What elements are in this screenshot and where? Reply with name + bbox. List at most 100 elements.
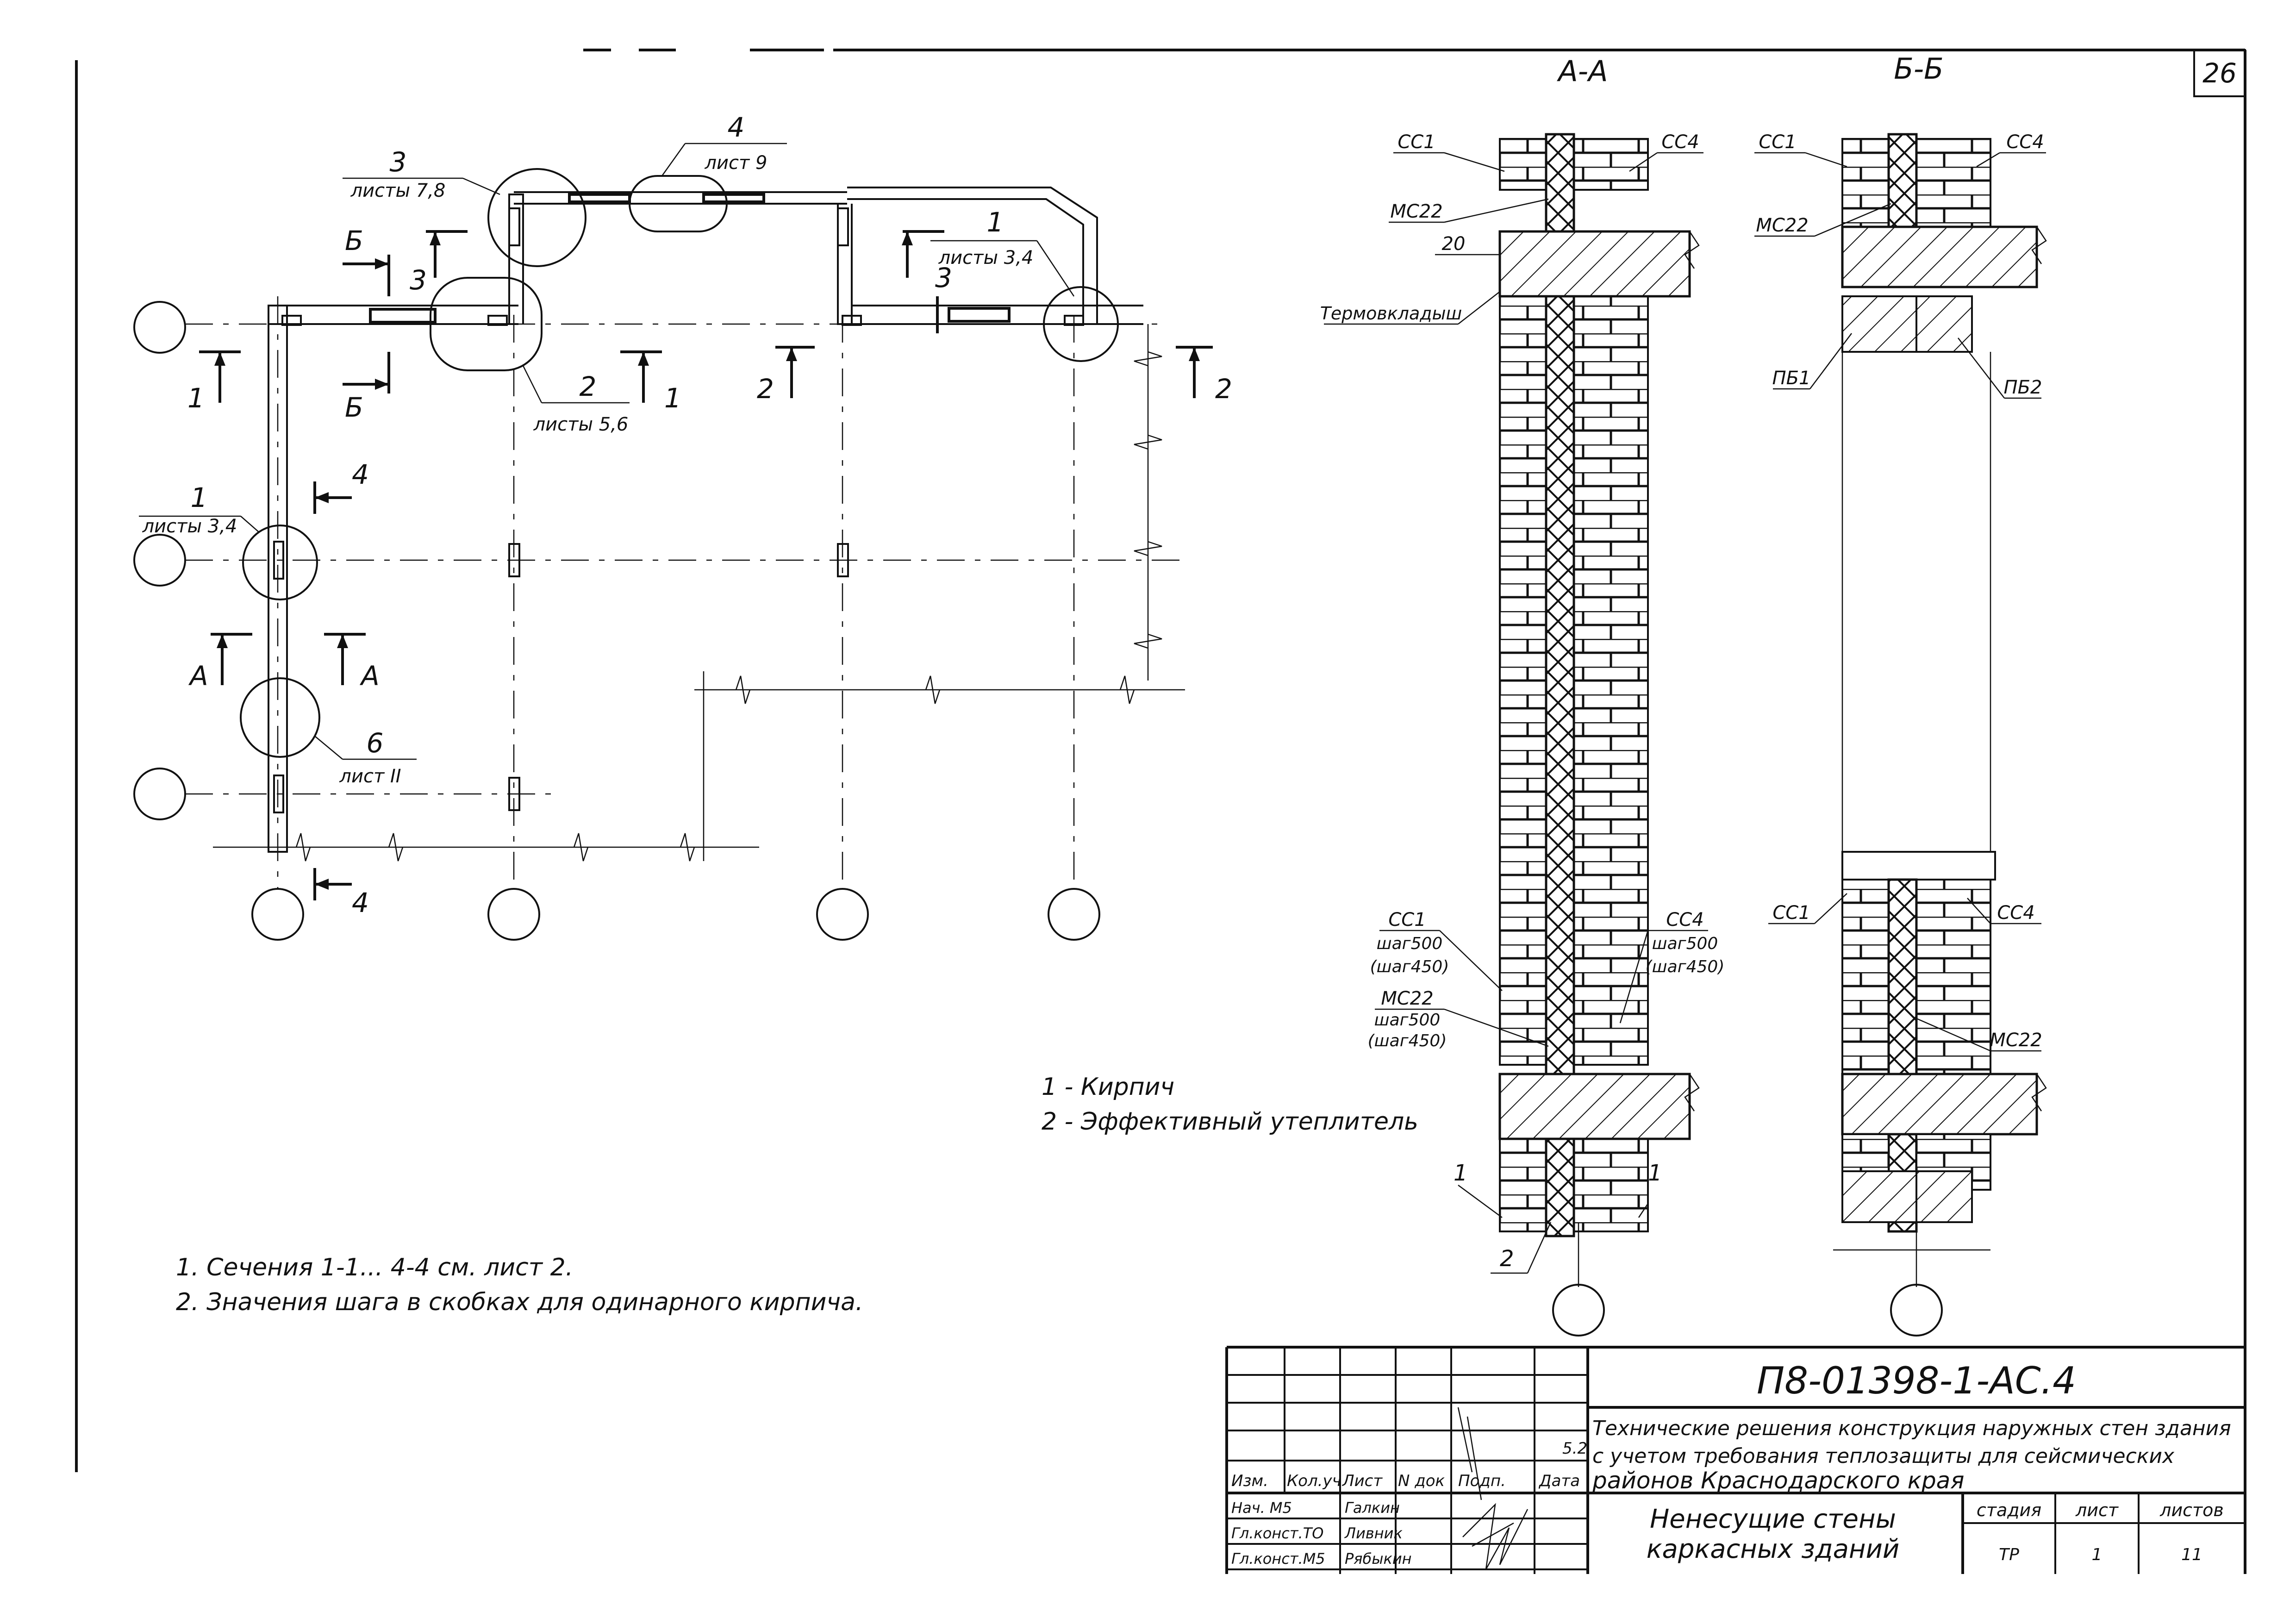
svg-text:А: А [188,660,208,692]
general-notes: 1. Сечения 1-1... 4-4 см. лист 2. 2. Зна… [176,1254,863,1316]
row-role: Нач. М5 [1231,1499,1292,1517]
section-a-a: А-А СС1 СС4 МС22 20 [1320,54,1725,1337]
title-block: 5.2 Изм. Кол.уч Лист N док Подп. Дата На… [1225,1346,2245,1574]
note-item: 1. Сечения 1-1... 4-4 см. лист 2. [176,1254,573,1281]
svg-text:4: 4 [352,887,369,918]
svg-text:МС22: МС22 [1990,1030,2042,1051]
svg-text:3: 3 [410,264,427,296]
callout-3: 3 листы 7,8 [343,146,500,201]
row-name: Ливник [1344,1524,1403,1542]
svg-text:1: 1 [987,206,1004,238]
axis-bubble [487,888,540,941]
bb-labels: СС1 СС4 МС22 ПБ1 ПБ2 СС1 СС4 МС22 [1754,131,2046,1052]
svg-text:1: 1 [664,382,681,414]
svg-text:листы 3,4: листы 3,4 [142,516,237,537]
svg-text:(шаг450): (шаг450) [1368,1031,1447,1050]
axis-bubble [1552,1284,1605,1337]
col-izm: Изм. [1231,1472,1268,1490]
section-marks: Б Б 3 3 1 1 2 [187,225,1232,918]
detail-callout-circle [1043,286,1119,362]
row-role: Гл.конст.ТО [1231,1524,1323,1542]
stage-value: ТР [1999,1545,2019,1564]
callout-1-top: 1 листы 3,4 [930,206,1075,297]
axis-bubble [1890,1284,1943,1337]
row-name: Рябыкин [1345,1550,1412,1568]
col-list: Лист [1341,1472,1383,1490]
svg-text:шаг500: шаг500 [1377,934,1443,953]
svg-text:Термовкладыш: Термовкладыш [1320,303,1462,324]
svg-text:МС22: МС22 [1381,988,1433,1009]
svg-text:А: А [359,660,380,692]
svg-text:шаг500: шаг500 [1652,934,1718,953]
axis-bubble [133,301,186,354]
margin-mark: 5.2 [1562,1439,1587,1458]
svg-text:3: 3 [390,146,407,178]
sheet-header: лист [2075,1500,2119,1520]
svg-text:листы 7,8: листы 7,8 [350,180,446,201]
description-line: с учетом требования теплозащиты для сейс… [1592,1444,2175,1468]
svg-text:шаг500: шаг500 [1374,1011,1441,1030]
col-ndok: N док [1398,1472,1445,1490]
col-podp: Подп. [1458,1472,1506,1490]
svg-text:лист II: лист II [339,766,401,787]
axis-lines [185,296,1180,889]
svg-text:МС22: МС22 [1756,215,1808,236]
svg-text:СС1: СС1 [1772,902,1810,924]
detail-callout-circle [629,175,728,232]
col-data: Дата [1538,1472,1580,1490]
row-name: Галкин [1345,1499,1400,1517]
detail-callout-circle [430,277,543,371]
svg-text:СС1: СС1 [1759,131,1796,153]
sheet-title: Ненесущие стены [1650,1504,1896,1534]
svg-text:4: 4 [728,112,745,143]
svg-text:2: 2 [757,373,774,405]
sheet-title: каркасных зданий [1647,1534,1900,1564]
detail-callout-circle [487,168,586,267]
sheets-header: листов [2159,1500,2224,1520]
svg-text:2: 2 [580,371,597,402]
detail-callout-circle [240,677,320,758]
row-role: Гл.конст.М5 [1231,1550,1325,1568]
description-line: Технические решения конструкция наружных… [1592,1417,2231,1440]
section-b-b: Б-Б СС1 СС4 МС22 [1754,52,2047,1337]
svg-text:2: 2 [1215,373,1232,405]
col-kol: Кол.уч [1287,1472,1341,1490]
section-title: А-А [1556,54,1608,88]
doc-code: П8-01398-1-АС.4 [1757,1359,2076,1402]
svg-text:Б: Б [345,392,363,423]
svg-text:(шаг450): (шаг450) [1370,957,1449,976]
sheet-border: 26 [75,49,2246,1574]
svg-text:МС22: МС22 [1390,201,1442,222]
svg-text:1: 1 [1454,1160,1468,1186]
sheet-number: 26 [2202,57,2237,89]
svg-text:6: 6 [367,727,384,759]
sheet-value: 1 [2092,1545,2103,1564]
svg-text:1: 1 [191,482,208,513]
section-title: Б-Б [1894,52,1943,86]
signature-scribble [1457,1407,1529,1570]
svg-text:СС4: СС4 [1666,909,1703,931]
svg-text:ПБ1: ПБ1 [1772,368,1811,389]
callout-4: 4 лист 9 [661,112,787,176]
svg-text:2: 2 [1500,1246,1514,1272]
svg-text:Б: Б [345,225,363,256]
svg-text:листы 5,6: листы 5,6 [533,414,629,435]
svg-text:4: 4 [352,459,369,490]
plan-walls [268,187,1143,853]
note-item: 2. Значения шага в скобках для одинарног… [176,1288,863,1316]
axis-bubble [251,888,304,941]
svg-text:1: 1 [187,382,205,414]
legend: 1 - Кирпич 2 - Эффективный утеплитель [1042,1073,1418,1136]
axis-bubble [1048,888,1100,941]
svg-text:СС1: СС1 [1398,131,1435,153]
description-line: районов Краснодарского края [1592,1467,1964,1494]
callout-1-left: 1 листы 3,4 [139,482,260,537]
legend-item: 2 - Эффективный утеплитель [1042,1108,1418,1136]
svg-text:(шаг450): (шаг450) [1646,957,1725,976]
svg-text:СС1: СС1 [1388,909,1426,931]
axis-bubble [133,768,186,820]
svg-text:1: 1 [1648,1160,1662,1186]
svg-text:СС4: СС4 [2006,131,2044,153]
callout-6: 6 лист II [314,727,417,787]
